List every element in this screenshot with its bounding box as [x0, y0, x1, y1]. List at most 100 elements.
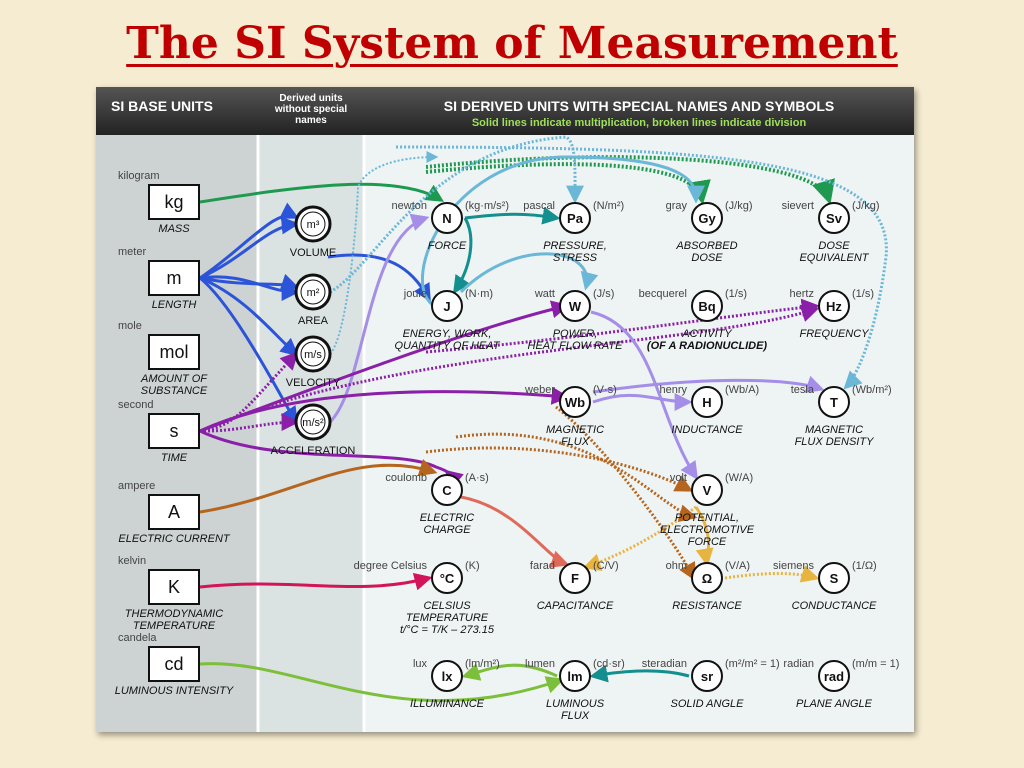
derived-unit-caption: CELSIUS: [423, 600, 471, 612]
base-unit-name: second: [118, 399, 153, 411]
derived-unit-definition: (N·m): [465, 288, 493, 300]
derived-unit-circle: [431, 290, 463, 322]
derived-unit-name: farad: [530, 560, 555, 572]
link-newton-pascal: [464, 206, 561, 225]
base-unit-quantity: SUBSTANCE: [141, 385, 208, 397]
derived-unit-caption: DOSE: [691, 252, 723, 264]
base-units-header: SI BASE UNITS: [111, 98, 213, 114]
derived-units-header: SI DERIVED UNITS WITH SPECIAL NAMES AND …: [444, 98, 834, 114]
derived-unit-caption: STRESS: [553, 252, 598, 264]
base-unit-quantity: TIME: [161, 452, 188, 464]
derived-unit-definition: (A·s): [465, 472, 489, 484]
derived-unit-symbol: N: [442, 211, 451, 226]
base-unit-box: [148, 260, 200, 296]
derived-unit-symbol: lx: [442, 669, 454, 684]
derived-unit-symbol: W: [569, 299, 582, 314]
base-unit-name: candela: [118, 632, 157, 644]
diagram-canvas: SI BASE UNITS Derived units without spec…: [96, 87, 914, 732]
derived-unit-name: siemens: [773, 560, 814, 572]
base-unit-symbol: mol: [159, 342, 188, 362]
base-unit-quantity: LENGTH: [152, 299, 197, 311]
derived-unit-circle: [691, 202, 723, 234]
derived-unit-symbol: H: [702, 395, 711, 410]
link-volt-ohm: [694, 506, 714, 567]
link-tesla-dotted: [395, 145, 888, 390]
derived-unit-caption: PRESSURE,: [543, 240, 607, 252]
derived-unit-circle: [559, 562, 591, 594]
link-sv-kg: [425, 155, 835, 205]
derived-unit-name: becquerel: [639, 288, 687, 300]
derived-unit-circle: [431, 474, 463, 506]
derived-unit-caption: MAGNETIC: [546, 424, 604, 436]
derived-unit-definition: (J/kg): [852, 200, 880, 212]
derived-unit-definition: (m²/m² = 1): [725, 658, 780, 670]
link-sr-lumen: [589, 664, 690, 683]
derived-unit-name: pascal: [523, 200, 555, 212]
derived-unit-symbol: Ω: [702, 571, 712, 586]
derived-unit-circle: [818, 290, 850, 322]
derived-unit-caption: DOSE: [818, 240, 850, 252]
derived-unit-definition: (1/Ω): [852, 560, 877, 572]
unnamed-header-line-1: Derived units: [279, 93, 343, 104]
derived-unit-name: degree Celsius: [354, 560, 428, 572]
derived-unit-symbol: Pa: [567, 211, 584, 226]
derived-unit-name: sievert: [782, 200, 814, 212]
derived-unit-symbol: Wb: [565, 395, 585, 410]
derived-unit-caption: t/°C = T/K – 273.15: [400, 624, 495, 636]
derived-unit-circle: [559, 660, 591, 692]
derived-unit-definition: (V/A): [725, 560, 750, 572]
base-unit-symbol: cd: [164, 654, 183, 674]
derived-unit-caption: MAGNETIC: [805, 424, 863, 436]
derived-unit-definition: (lm/m²): [465, 658, 500, 670]
derived-unit-symbol: J: [443, 299, 450, 314]
derived-unit-circle: [559, 290, 591, 322]
derived-unit-name: lumen: [525, 658, 555, 670]
derived-unit-caption: RESISTANCE: [672, 600, 742, 612]
derived-unit-symbol: C: [442, 483, 452, 498]
derived-unit-caption: FORCE: [428, 240, 467, 252]
header-band: [96, 87, 914, 135]
link-accel-newton: [328, 213, 430, 424]
link-meter-4: [199, 202, 300, 280]
base-unit-quantity: THERMODYNAMIC: [125, 608, 223, 620]
derived-unit-caption: ILLUMINANCE: [410, 698, 485, 710]
derived-unit-caption: FORCE: [688, 536, 727, 548]
link-ampere-henry: [455, 432, 698, 523]
derived-unit-caption: FLUX: [561, 436, 590, 448]
base-unit-name: kelvin: [118, 555, 146, 567]
unnamed-header-line-2: without special: [274, 104, 347, 115]
derived-unit-caption: ENERGY, WORK,: [403, 328, 492, 340]
link-watt-volt: [590, 310, 698, 480]
unnamed-unit-label: VELOCITY: [286, 377, 341, 389]
derived-unit-symbol: sr: [701, 669, 713, 684]
derived-unit-name: watt: [534, 288, 555, 300]
derived-unit-symbol: °C: [440, 571, 455, 586]
derived-unit-caption: LUMINOUS: [546, 698, 605, 710]
derived-unit-circle: [818, 562, 850, 594]
derived-unit-definition: (W/A): [725, 472, 753, 484]
derived-unit-definition: (C/V): [593, 560, 619, 572]
derived-unit-circle: [691, 660, 723, 692]
link-kg-newton: [199, 182, 445, 204]
unnamed-unit-symbol: m/s²: [302, 417, 324, 429]
link-weber-tesla: [592, 375, 825, 394]
derived-unit-circle: [691, 474, 723, 506]
derived-unit-name: joule: [403, 288, 427, 300]
page-title: The SI System of Measurement: [126, 18, 898, 69]
derived-unit-symbol: rad: [824, 669, 844, 684]
derived-unit-definition: (Wb/m²): [852, 384, 892, 396]
